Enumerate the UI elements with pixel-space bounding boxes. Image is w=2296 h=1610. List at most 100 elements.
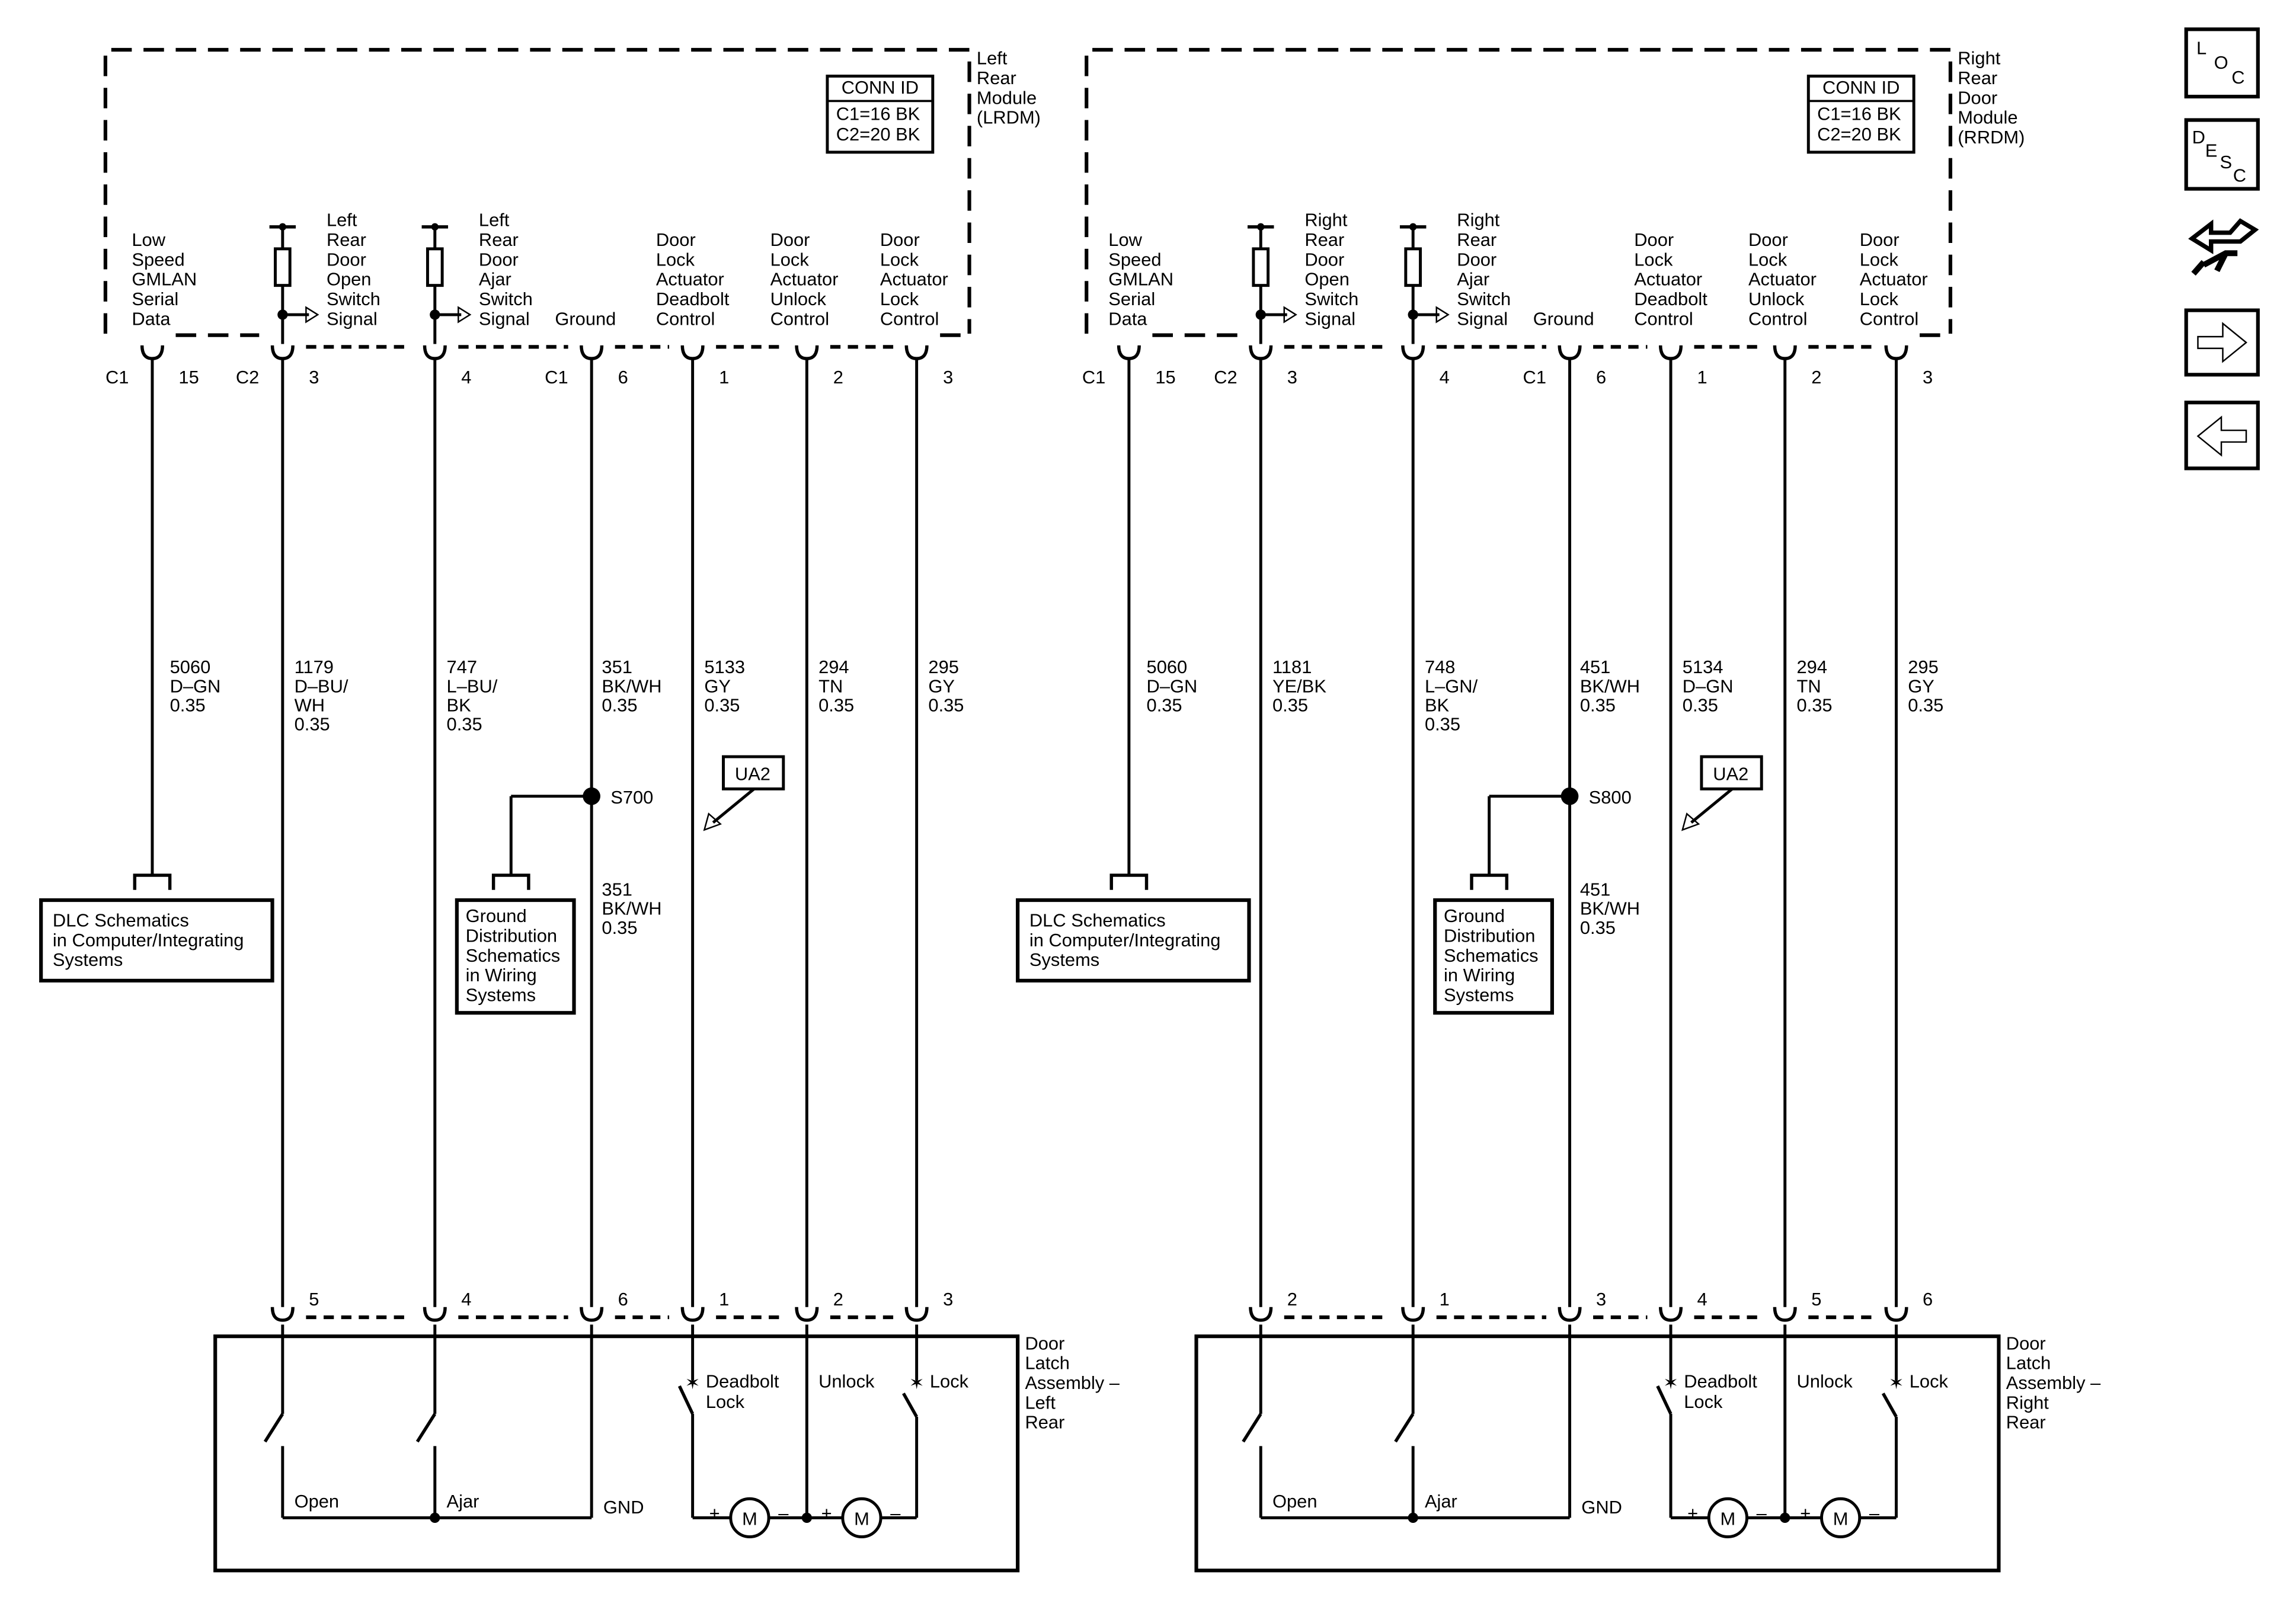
spring-mark: ✶ <box>1663 1372 1678 1393</box>
motor-symbol <box>1707 1497 1748 1538</box>
latch-connector-cavity <box>1401 1307 1425 1322</box>
motor-symbol <box>1820 1497 1862 1538</box>
module-name: Left <box>977 48 1008 69</box>
loc-button[interactable]: LOC <box>2184 27 2260 99</box>
circuit-number: 1179 <box>295 657 334 677</box>
wire-color-line: BK <box>447 694 472 715</box>
loc-frame <box>2184 27 2260 99</box>
conn-id-line: C1=16 BK <box>1817 104 1901 124</box>
ua-label: UA2 <box>735 764 770 785</box>
wire-size: 0.35 <box>704 694 740 715</box>
latch-name: Latch <box>1025 1353 1070 1374</box>
wire-size: 0.35 <box>1580 917 1616 938</box>
deadbolt-contact <box>1656 1385 1673 1415</box>
circuit-number: 748 <box>1425 657 1456 677</box>
pin-function-label: Lock <box>1634 249 1673 270</box>
pin-function-label: Data <box>132 308 171 329</box>
wire-color-line: BK <box>1425 694 1450 715</box>
wire-size: 0.35 <box>1797 694 1833 715</box>
harness-terminal <box>133 873 172 890</box>
wire-color: L–BU/BK <box>447 676 498 715</box>
wire-size: 0.35 <box>818 694 854 715</box>
latch-connector-cavity <box>580 1307 604 1322</box>
ua-arrow-head <box>1681 812 1700 831</box>
pin-function-label: Lock <box>770 249 810 270</box>
wire-size: 0.35 <box>1425 714 1460 735</box>
circuit-number: 1181 <box>1272 657 1312 677</box>
latch-name: Door <box>1025 1333 1064 1353</box>
circuit-number: 747 <box>447 657 478 677</box>
latch-connector-cavity <box>1773 1307 1797 1322</box>
previous-frame <box>2184 401 2260 470</box>
motor-minus-label: – <box>1757 1503 1767 1523</box>
spring-mark: ✶ <box>1889 1372 1904 1393</box>
pin-function-label: Switch <box>479 289 533 309</box>
module-outline <box>1085 47 1953 334</box>
latch-name: Assembly – <box>1025 1372 1120 1393</box>
harness-terminal <box>1109 873 1149 890</box>
pin-function-label: Rear <box>1304 229 1344 250</box>
circuit-4: DoorLockActuatorDeadboltControl15133GY0.… <box>656 229 745 1322</box>
module-name: Door <box>1958 87 1997 108</box>
latch-pin-number: 5 <box>1811 1289 1821 1310</box>
pullup-resistor <box>274 247 292 287</box>
ua-label: UA2 <box>1713 764 1748 785</box>
wire-size: 0.35 <box>1683 694 1718 715</box>
ground-box-line: Distribution <box>1444 925 1535 946</box>
motor-label: M <box>854 1509 869 1529</box>
pin-function-label: Signal <box>1457 308 1508 329</box>
circuit-number: 5133 <box>704 657 745 677</box>
conn-id-frame <box>1806 74 1916 154</box>
pin-function-label: Actuator <box>880 269 948 290</box>
pin-function-label: Actuator <box>770 269 839 290</box>
ground-box-line: in Wiring <box>466 965 537 985</box>
motor-minus-label: – <box>778 1503 789 1523</box>
dlc-box-frame <box>39 898 274 982</box>
wire-color: D–GN <box>1147 676 1198 696</box>
connector-service-button[interactable] <box>2188 218 2259 276</box>
ua-arrow-line <box>712 788 755 824</box>
pin-function-label: Control <box>656 308 715 329</box>
wire-color: BK/WH <box>602 676 661 696</box>
latch-connector-cavity <box>1249 1307 1273 1322</box>
deadbolt-label: Deadbolt <box>706 1371 779 1392</box>
previous-button[interactable] <box>2184 401 2260 470</box>
pullup-node <box>1409 223 1417 231</box>
conn-id-title: CONN ID <box>1822 77 1900 98</box>
module-connector-cavity <box>1659 345 1683 360</box>
loc-glyph: C <box>2231 67 2244 88</box>
ground-box-line: Systems <box>466 984 536 1005</box>
desc-glyph: S <box>2220 152 2233 172</box>
pin-function-label: Unlock <box>1748 289 1805 309</box>
pin-function-label: Lock <box>1860 289 1899 309</box>
latch-pin-number: 1 <box>719 1289 729 1310</box>
pin-function-label: Ajar <box>1457 269 1489 290</box>
circuit-number: 451 <box>1580 879 1611 900</box>
next-button[interactable] <box>2184 308 2260 377</box>
switch-label: Open <box>295 1491 340 1512</box>
wire-size: 0.35 <box>602 917 637 938</box>
dlc-box-line: DLC Schematics <box>1029 910 1166 931</box>
pin-function-label: Door <box>1304 249 1344 270</box>
switch-contact <box>263 1413 284 1443</box>
lock-contact <box>1881 1393 1898 1418</box>
pin-number: 3 <box>1923 367 1933 388</box>
module-outline <box>103 47 971 334</box>
desc-glyph: E <box>2205 140 2218 161</box>
pin-function-label: GMLAN <box>1108 269 1173 290</box>
dlc-box-line: in Computer/Integrating <box>53 930 244 950</box>
wire-size: 0.35 <box>1580 694 1616 715</box>
pin-function-label: Deadbolt <box>656 289 730 309</box>
latch-frame <box>1194 1334 2001 1573</box>
pin-function-label: Switch <box>327 289 380 309</box>
wire-color: TN <box>1797 676 1821 696</box>
harness-terminal <box>1470 873 1509 890</box>
latch-connector-cavity <box>1659 1307 1683 1322</box>
